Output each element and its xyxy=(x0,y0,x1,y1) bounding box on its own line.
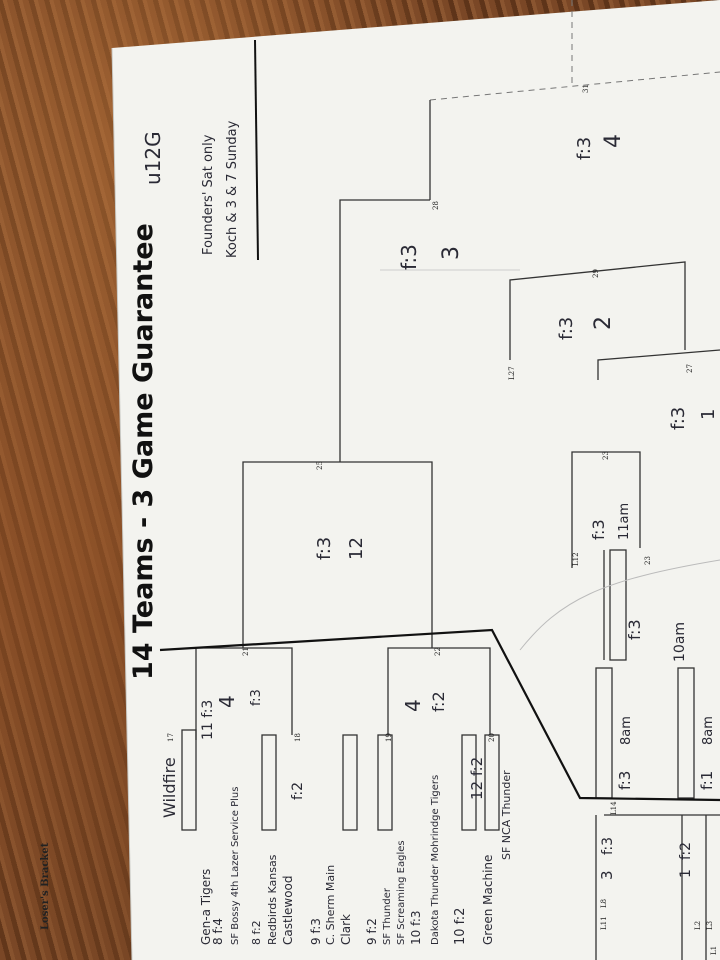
game-time: 12 xyxy=(346,537,367,560)
game-field: f:3 xyxy=(314,537,335,560)
loser-codes: L8 L11 L2 L3 L1 L14 L12 L27 xyxy=(508,366,718,955)
loser-code: L1 xyxy=(710,946,718,955)
team-name: Wildfire xyxy=(160,757,179,818)
game-time: 10am xyxy=(672,622,688,662)
team-note: 10 f:2 xyxy=(453,908,468,945)
team-note: 9 f:2 xyxy=(365,918,379,945)
game-field: f:3 xyxy=(249,689,264,706)
game-time: 1 xyxy=(698,409,719,420)
team-note: 12 f:2 xyxy=(468,757,486,800)
team-name: SF NCA Thunder xyxy=(500,770,513,860)
game-number: 17 xyxy=(167,733,175,742)
game-number: 21 xyxy=(242,647,250,656)
game-notes: 4 f:3 4 f:2 f:3 12 f:3 3 f:3 4 f:3 2 f:3… xyxy=(215,134,719,880)
team-list: Wildfire 11 f:3 Gen-a Tigers 8 f:4 SF Bo… xyxy=(160,700,513,945)
game-number: 23 xyxy=(644,556,652,565)
header-note-line1: Founders' Sat only xyxy=(201,134,216,255)
game-time: 8am xyxy=(701,716,716,745)
game-time: 8am xyxy=(619,716,634,745)
header-notes: u12G Founders' Sat only Koch & 3 & 7 Sun… xyxy=(141,120,240,258)
game-field: f:3 xyxy=(625,619,644,640)
loser-code: L8 xyxy=(600,899,608,908)
bracket-lines xyxy=(181,100,720,960)
game-number: 25 xyxy=(316,461,324,470)
bracket-title: 14 Teams - 3 Game Guarantee xyxy=(128,223,159,680)
game-number: 23 xyxy=(602,451,610,460)
team-name: Green Machine xyxy=(481,855,495,945)
game-time: 2 xyxy=(591,316,616,330)
team-name: SF Bossy 4th Lazer Service Plus xyxy=(230,787,241,945)
game-seed: 1 xyxy=(678,869,694,878)
game-field: f:3 xyxy=(589,519,608,540)
game-field: f:3 xyxy=(668,407,689,430)
losers-bracket-label: Loser's Bracket xyxy=(40,842,51,930)
game-number: 22 xyxy=(434,647,442,656)
game-numbers: 17 18 19 20 21 22 23 25 28 29 27 23 31 xyxy=(167,84,694,742)
team-name: SF Screaming Eagles xyxy=(396,840,407,945)
loser-code: L27 xyxy=(508,366,516,380)
game-field: f:2 xyxy=(429,691,448,712)
header-note-line2: Koch & 3 & 7 Sunday xyxy=(225,120,240,258)
team-name: Redbirds Kansas xyxy=(266,854,279,945)
header-rule xyxy=(254,39,259,261)
loser-code: L12 xyxy=(572,552,580,566)
game-seed: 3 xyxy=(598,870,616,880)
team-note: 11 f:3 xyxy=(200,700,216,740)
team-name: Clark xyxy=(339,914,353,945)
game-time: 11am xyxy=(617,503,632,540)
game-time: 4 xyxy=(601,134,626,148)
game-number: 19 xyxy=(385,733,393,742)
game-time: 3 xyxy=(439,246,464,260)
loser-code: L14 xyxy=(610,801,618,815)
team-name: Castlewood xyxy=(281,875,295,945)
game-field: f:3 xyxy=(616,771,634,790)
team-note: 10 f:3 xyxy=(409,910,423,945)
game-number: 27 xyxy=(686,364,694,373)
game-number: 20 xyxy=(488,733,496,742)
game-field: f:3 xyxy=(556,317,577,340)
division-label: u12G xyxy=(141,131,165,185)
team-note: 8 f:2 xyxy=(250,920,263,945)
game-number: 29 xyxy=(592,269,600,278)
team-name: Gen-a Tigers xyxy=(199,869,213,945)
paper-sheet xyxy=(112,0,720,960)
team-note: 9 f:3 xyxy=(309,918,323,945)
team-name: C. Sherm Main xyxy=(324,865,337,945)
game-field: f:3 xyxy=(574,137,595,160)
team-name: SF Thunder xyxy=(382,887,393,945)
loser-code: L2 xyxy=(694,921,702,930)
game-seed: 4 xyxy=(215,695,239,708)
team-note: f:2 xyxy=(290,782,306,800)
game-seed: 4 xyxy=(401,699,425,712)
loser-code: L11 xyxy=(600,916,608,930)
game-number: 28 xyxy=(432,201,440,210)
team-note: 8 f:4 xyxy=(211,918,225,945)
game-number: 31 xyxy=(582,84,590,93)
game-field: f:2 xyxy=(678,842,694,860)
winner-path-line xyxy=(159,628,720,802)
loser-code: L3 xyxy=(706,921,714,930)
game-number: 18 xyxy=(294,733,302,742)
game-field: f:1 xyxy=(698,771,716,790)
team-name: Dakota Thunder Mohrindge Tigers xyxy=(430,775,441,945)
game-field: f:3 xyxy=(397,244,421,270)
game-field: f:3 xyxy=(600,837,616,855)
